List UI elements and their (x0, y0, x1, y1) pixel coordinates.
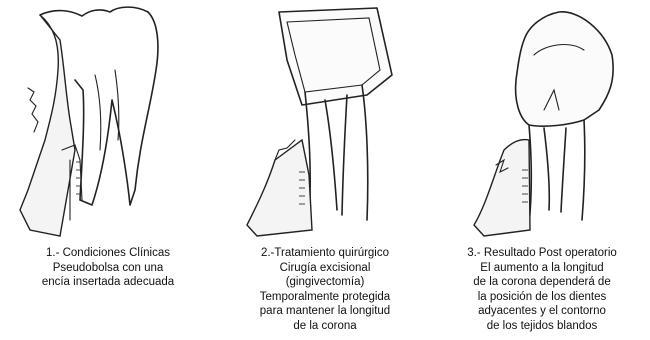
panel-postoperative-result: 3.- Resultado Post operatorio El aumento… (434, 0, 650, 340)
tooth-gingivectomy-drawing (217, 0, 433, 238)
caption-line: Cirugía excisional (217, 261, 433, 276)
caption-line: para mantener la longitud (217, 304, 433, 319)
panel-surgical-treatment: 2.-Tratamiento quirúrgico Cirugía excisi… (217, 0, 433, 340)
caption-line: la posición de los dientes (434, 290, 650, 305)
caption-line: 2.-Tratamiento quirúrgico (217, 246, 433, 261)
tooth-outline (305, 85, 368, 225)
caption-line: adyacentes y el contorno (434, 304, 650, 319)
tooth-postop-drawing (434, 0, 650, 238)
panel-clinical-conditions: 1.- Condiciones Clínicas Pseudobolsa con… (0, 0, 216, 340)
caption-line: El aumento a la longitud (434, 261, 650, 276)
caption-line: de los tejidos blandos (434, 319, 650, 334)
caption-line: Temporalmente protegida (217, 290, 433, 305)
tooth-pseudopocket-drawing (0, 0, 216, 238)
tooth-root (529, 120, 585, 225)
caption-line: de la corona dependerá de (434, 275, 650, 290)
caption-3: 3.- Resultado Post operatorio El aumento… (434, 246, 650, 333)
caption-1: 1.- Condiciones Clínicas Pseudobolsa con… (0, 246, 216, 290)
caption-line: encía insertada adecuada (0, 275, 216, 290)
caption-line: de la corona (217, 319, 433, 334)
gingiva-overgrowth (20, 15, 75, 236)
caption-line: (gingivectomía) (217, 275, 433, 290)
caption-line: Pseudobolsa con una (0, 261, 216, 276)
gingiva-healed (474, 139, 530, 236)
caption-2: 2.-Tratamiento quirúrgico Cirugía excisi… (217, 246, 433, 333)
restored-crown (516, 12, 614, 126)
caption-line: 3.- Resultado Post operatorio (434, 246, 650, 261)
caption-line: 1.- Condiciones Clínicas (0, 246, 216, 261)
